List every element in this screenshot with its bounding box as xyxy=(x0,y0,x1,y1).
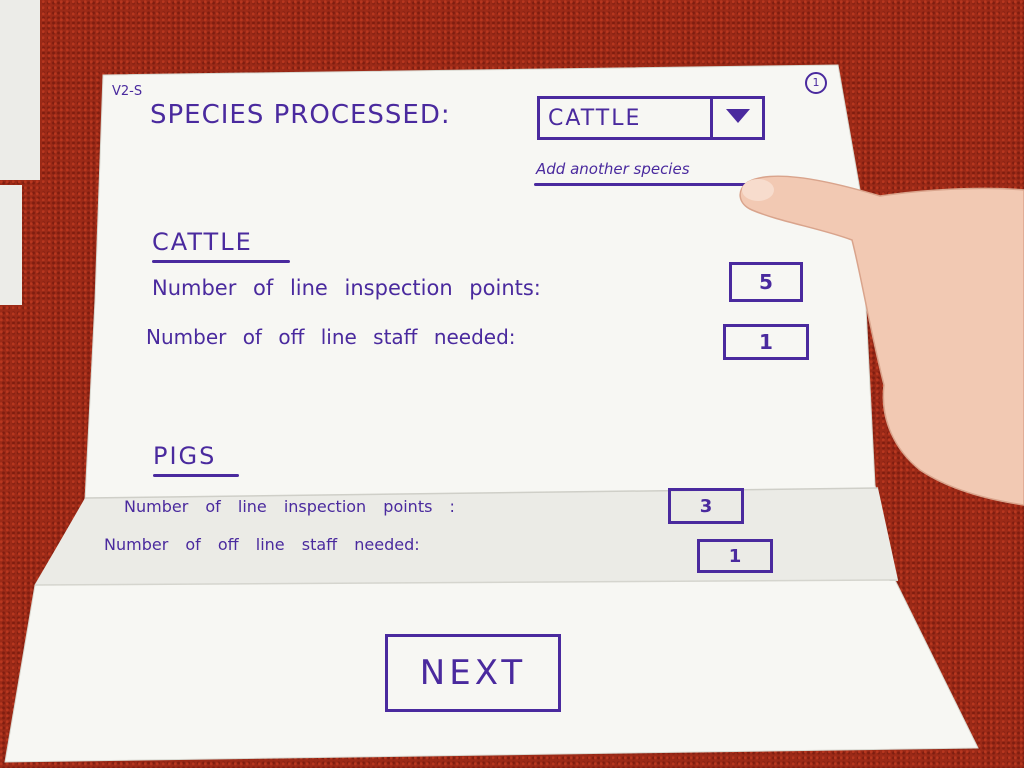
dropdown-divider xyxy=(710,99,713,137)
pigs-inspection-input[interactable]: 3 xyxy=(668,488,744,524)
species-dropdown-value: CATTLE xyxy=(548,105,642,131)
background-paper-left xyxy=(0,0,40,180)
pigs-inspection-label: Number of line inspection points : xyxy=(124,497,455,516)
cattle-staff-label: Number of off line staff needed: xyxy=(146,325,516,349)
cattle-staff-input[interactable]: 1 xyxy=(723,324,809,360)
cattle-section-title: CATTLE xyxy=(152,228,253,256)
background-paper-left-lower xyxy=(0,185,22,305)
pigs-staff-label: Number of off line staff needed: xyxy=(104,535,420,554)
pigs-staff-input[interactable]: 1 xyxy=(697,539,773,573)
cattle-inspection-input[interactable]: 5 xyxy=(729,262,803,302)
add-species-underline xyxy=(534,183,774,186)
species-label: SPECIES PROCESSED: xyxy=(150,100,451,130)
cattle-inspection-label: Number of line inspection points: xyxy=(152,276,541,300)
cattle-title-underline xyxy=(152,260,290,263)
pigs-title-underline xyxy=(153,474,239,477)
chevron-down-icon xyxy=(726,109,750,123)
add-species-link[interactable]: Add another species xyxy=(536,160,690,178)
next-button[interactable]: NEXT xyxy=(385,634,561,712)
species-dropdown[interactable]: CATTLE xyxy=(537,96,765,140)
pigs-section-title: PIGS xyxy=(153,442,217,470)
version-label: V2-S xyxy=(112,84,143,99)
page-number-badge: 1 xyxy=(805,72,827,94)
